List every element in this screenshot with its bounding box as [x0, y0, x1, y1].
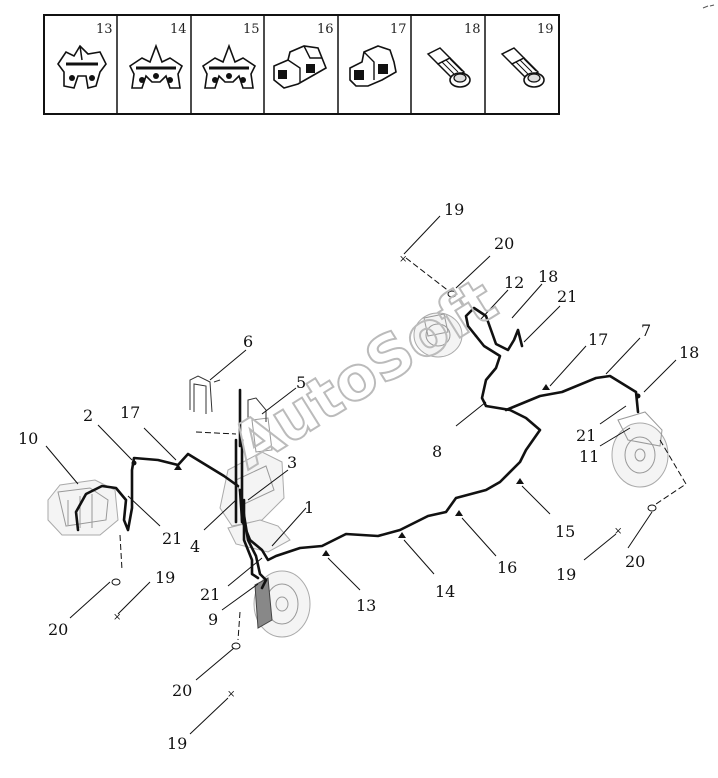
callout-16: 16: [497, 558, 517, 577]
washer-20: [447, 290, 457, 298]
callout-19-right: 19: [556, 565, 576, 584]
callout-19-top: 19: [444, 200, 464, 219]
rear-right-disc-assembly: [611, 411, 669, 488]
callout-20-right: 20: [625, 552, 645, 571]
clip-marker-16: [455, 510, 463, 516]
cell-number-17: 17: [390, 22, 407, 37]
bolt-flanged-icon: [426, 47, 471, 88]
watermark: AutoSoft: [219, 265, 509, 482]
callout-20-top: 20: [494, 234, 514, 253]
callout-20-left: 20: [48, 620, 68, 639]
bolt-marker-19: ×: [399, 254, 407, 265]
front-left-caliper-assembly: [47, 479, 119, 536]
corner-mark: [702, 4, 715, 9]
bolt-flanged-icon: [500, 47, 545, 88]
callout-14: 14: [435, 582, 455, 601]
callout-21-top: 21: [557, 287, 577, 306]
callout-5: 5: [296, 373, 306, 392]
callout-12: 12: [504, 273, 524, 292]
fitting-18: [635, 393, 641, 399]
callout-13: 13: [356, 596, 376, 615]
bolt-marker-19: ×: [113, 612, 121, 623]
callout-17-front: 17: [120, 403, 140, 422]
brake-line-clip-triple-icon: [128, 43, 184, 89]
callout-2: 2: [83, 406, 93, 425]
callout-18-right: 18: [679, 343, 699, 362]
callout-18-top: 18: [538, 267, 558, 286]
front-right-disc-assembly: [253, 570, 311, 638]
callout-21-front: 21: [200, 585, 220, 604]
callout-11: 11: [579, 447, 599, 466]
washer-20: [231, 642, 241, 650]
fitting-2: [131, 460, 137, 466]
cell-number-14: 14: [170, 22, 187, 37]
callout-labels: 1 2 3 4 5 6 7 8 9 10 11 12 13 14 15 16 1…: [18, 200, 699, 753]
cell-number-15: 15: [243, 22, 260, 37]
bolt-marker-19: ×: [614, 526, 622, 537]
cell-number-16: 16: [317, 22, 334, 37]
clip-markers: [131, 384, 641, 556]
callout-10: 10: [18, 429, 38, 448]
callout-15: 15: [555, 522, 575, 541]
callout-17-rear: 17: [588, 330, 608, 349]
leader-lines: [45, 215, 677, 735]
callout-21-right: 21: [576, 426, 596, 445]
bracket-5: [247, 397, 267, 422]
cell-number-18: 18: [464, 22, 481, 37]
callout-19-bottom: 19: [167, 734, 187, 753]
cell-number-13: 13: [96, 22, 113, 37]
clip-marker-15: [516, 478, 524, 484]
parts-table: 13 14 15 16 17 18 19: [43, 14, 560, 115]
callout-19-left: 19: [155, 568, 175, 587]
callout-21-left: 21: [162, 529, 182, 548]
callout-3: 3: [287, 453, 297, 472]
brake-line-clamp-icon: [273, 45, 328, 89]
washer-20: [111, 578, 121, 586]
brake-pipes: [74, 306, 640, 590]
washer-20: [647, 504, 657, 512]
dashed-hoses: [119, 257, 687, 641]
bracket-6: [189, 375, 221, 414]
brake-line-clip-triple-icon: [201, 43, 257, 89]
callout-20-bottom: 20: [172, 681, 192, 700]
brake-line-clip-double-icon: [57, 44, 107, 89]
bolts-and-washers: × × × ×: [111, 254, 657, 700]
callout-9: 9: [208, 610, 218, 629]
callout-7: 7: [641, 321, 651, 340]
clip-marker-17-rear: [542, 384, 550, 390]
brake-line-clamp-icon: [349, 45, 397, 87]
callout-1: 1: [304, 498, 314, 517]
bolt-marker-19: ×: [227, 689, 235, 700]
clip-marker-17: [174, 464, 182, 470]
rear-left-disc-assembly: [413, 312, 463, 358]
callout-8: 8: [432, 442, 442, 461]
callout-6: 6: [243, 332, 253, 351]
clip-marker-13: [322, 550, 330, 556]
clip-marker-14: [398, 532, 406, 538]
cell-number-19: 19: [537, 22, 554, 37]
callout-4: 4: [190, 537, 200, 556]
